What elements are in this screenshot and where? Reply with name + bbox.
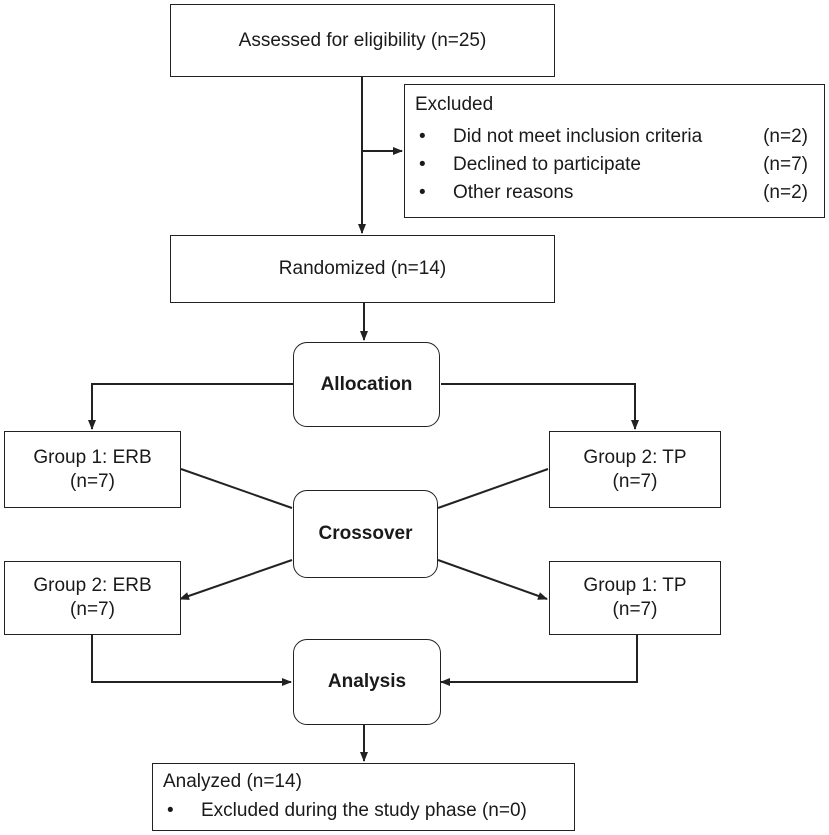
bullet-icon: • [419,126,426,147]
assessed-label: Assessed for eligibility (n=25) [238,29,487,51]
arrow-crossover-to-group-right [437,559,548,600]
group-count: (n=7) [612,470,658,492]
arrow-allocation-to-group-left [88,383,293,430]
excluded-item-count: (n=7) [763,154,808,175]
crossover-box: Crossover [293,490,438,578]
arrow-crossover-to-group-left [179,559,293,600]
analyzed-item-label: Excluded during the study phase (n=0) [201,800,527,821]
group-name: Group 2: ERB [33,575,152,596]
analysis-label: Analysis [327,671,407,692]
randomized-box: Randomized (n=14) [170,235,555,303]
crossover-label: Crossover [318,523,413,544]
allocation-label: Allocation [320,373,413,395]
allocation-box: Allocation [293,342,440,427]
line-group-left-to-crossover [180,468,293,509]
group-right-bottom-box: Group 1: TP (n=7) [549,561,721,635]
excluded-item: • Did not meet inclusion criteria (n=2) [415,125,814,151]
bullet-icon: • [419,154,426,175]
group-name: Group 2: TP [583,446,687,468]
group-count: (n=7) [70,470,115,492]
excluded-item-label: Did not meet inclusion criteria [453,126,703,147]
analyzed-title: Analyzed (n=14) [163,771,302,792]
analyzed-item: • Excluded during the study phase (n=0) [163,799,564,825]
bullet-icon: • [167,800,174,821]
randomized-label: Randomized (n=14) [278,258,447,279]
group-right-top-box: Group 2: TP (n=7) [549,431,721,508]
group-left-bottom-box: Group 2: ERB (n=7) [4,561,181,635]
bullet-icon: • [419,182,426,203]
excluded-box: Excluded • Did not meet inclusion criter… [404,84,825,218]
group-name: Group 1: TP [583,575,687,596]
group-count: (n=7) [70,599,115,620]
excluded-title: Excluded [415,94,494,115]
arrow-group-left-to-analysis [91,635,292,686]
analysis-box: Analysis [293,639,441,725]
assessed-box: Assessed for eligibility (n=25) [170,4,555,77]
excluded-item: • Declined to participate (n=7) [415,153,814,179]
arrow-allocation-to-group-right [441,383,639,430]
group-count: (n=7) [612,599,658,620]
analyzed-box: Analyzed (n=14) • Excluded during the st… [152,763,575,831]
excluded-item-count: (n=2) [763,126,808,147]
line-group-right-to-crossover [437,468,549,509]
group-left-top-box: Group 1: ERB (n=7) [4,431,181,508]
excluded-item: • Other reasons (n=2) [415,181,814,207]
group-name: Group 1: ERB [33,446,152,468]
excluded-item-label: Other reasons [453,182,574,203]
arrow-group-right-to-analysis [440,635,638,686]
excluded-item-count: (n=2) [763,182,808,203]
excluded-item-label: Declined to participate [453,154,641,175]
